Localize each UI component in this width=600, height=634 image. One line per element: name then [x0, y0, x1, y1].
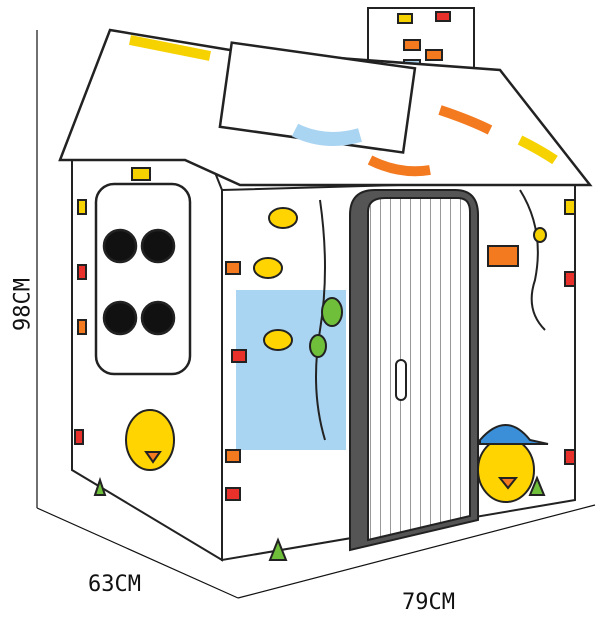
- side-window: [94, 182, 192, 376]
- grass: [93, 475, 546, 561]
- width-dimension-label: 79CM: [402, 590, 455, 615]
- chick-left: [125, 409, 175, 471]
- height-dimension-label: 98CM: [10, 278, 36, 331]
- roof: [58, 28, 593, 187]
- depth-dimension-label: 63CM: [88, 572, 141, 597]
- bees: [253, 207, 298, 351]
- vines: [309, 189, 547, 441]
- door: [349, 189, 479, 552]
- chick-right: [477, 424, 549, 503]
- dimension-lines: [36, 30, 596, 599]
